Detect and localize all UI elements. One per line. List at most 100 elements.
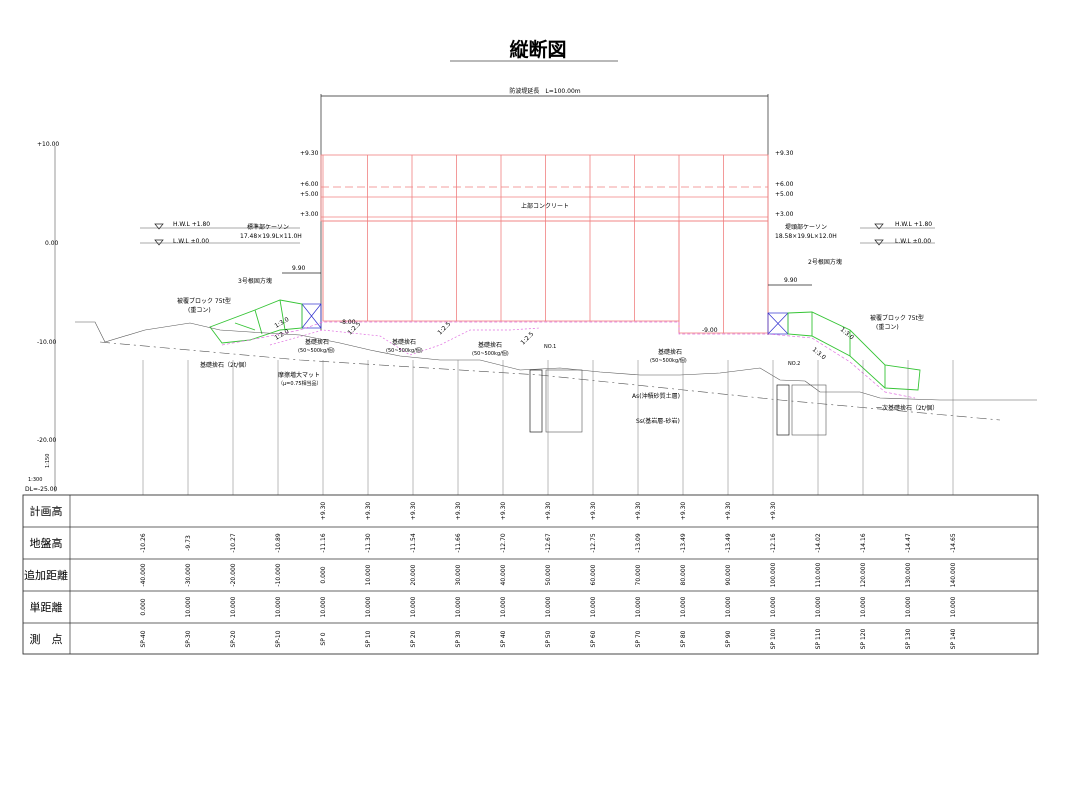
single-distance-cell: 10.000 — [275, 596, 282, 617]
seabed-profile — [75, 321, 1037, 421]
elev-label-m10: -10.00 — [37, 339, 57, 346]
level-mark-left-930: +9.30 — [300, 150, 319, 157]
added-distance-cell: 0.000 — [320, 566, 327, 583]
ground-height-cell: -13.09 — [635, 533, 642, 553]
armor-right-sub: (重コン) — [876, 323, 899, 331]
planned-height-cell: +9.30 — [635, 502, 642, 521]
single-distance-cell: 10.000 — [545, 596, 552, 617]
total-length-label: 防波堤延長 L=100.00m — [509, 87, 580, 95]
added-distance-cell: 10.000 — [365, 564, 372, 585]
upper-concrete-outline — [320, 154, 769, 222]
scale-horizontal: 1:300 — [28, 477, 42, 483]
lwl-right: L.W.L ±0.00 — [895, 238, 931, 245]
planned-height-cell: +9.30 — [680, 502, 687, 521]
station-cell: SP-40 — [140, 630, 147, 647]
single-distance-cell: 0.000 — [140, 598, 147, 615]
station-cell: SP 70 — [635, 630, 642, 647]
station-cell: SP 60 — [590, 630, 597, 647]
upper-concrete-label: 上部コンクリート — [521, 202, 569, 210]
first-base-stone-label: 一次基礎捨石（2t/個） — [876, 404, 938, 412]
station-cell: SP 0 — [320, 632, 327, 645]
ground-height-cell: -12.16 — [770, 533, 777, 553]
station-cell: SP 140 — [950, 628, 957, 649]
boring-log-1: NO.1 — [529, 344, 583, 433]
dim-right-990: 9.90 — [784, 277, 798, 284]
boring-log-2: NO.2 — [776, 361, 827, 436]
single-distance-cell: 10.000 — [725, 596, 732, 617]
station-cell: SP 30 — [455, 630, 462, 647]
caisson-breakwater: 上部コンクリート — [320, 154, 769, 334]
scale-vertical: 1:150 — [45, 454, 51, 468]
water-level-marker-icon — [154, 223, 164, 246]
armor-right-label: 被覆ブロック 75t型 — [870, 314, 924, 322]
planned-height-cell: +9.30 — [365, 502, 372, 521]
single-distance-cell: 10.000 — [770, 596, 777, 617]
ground-height-cell: -14.47 — [905, 533, 912, 553]
station-cell: SP 130 — [905, 628, 912, 649]
added-distance-cell: -10.000 — [275, 563, 282, 586]
planned-height-cell: +9.30 — [455, 502, 462, 521]
ground-height-cell: -10.89 — [275, 533, 282, 553]
rubble-mound — [221, 321, 916, 399]
row-label-station: 測 点 — [30, 632, 63, 646]
single-distance-cell: 10.000 — [365, 596, 372, 617]
ground-height-cell: -12.67 — [545, 533, 552, 553]
single-distance-cell: 10.000 — [230, 596, 237, 617]
station-cell: SP-30 — [185, 630, 192, 647]
ground-height-cell: -13.49 — [725, 533, 732, 553]
elev-label-dl: DL=-25.00 — [25, 486, 58, 493]
single-distance-cell: 10.000 — [185, 596, 192, 617]
water-levels: H.W.L +1.80 L.W.L ±0.00 H.W.L +1.80 L.W.… — [140, 221, 935, 246]
armor-left-sub: (重コン) — [188, 306, 211, 314]
slope-mid-3: 1:2.5 — [519, 330, 535, 346]
station-cell: SP 10 — [365, 630, 372, 647]
ground-height-cell: -11.66 — [455, 533, 462, 553]
planned-height-cell: +9.30 — [770, 502, 777, 521]
row-label-single: 単距離 — [30, 600, 63, 614]
ground-height-cell: -11.54 — [410, 533, 417, 553]
row-label-ground: 地盤高 — [30, 536, 63, 550]
added-distance-cell: 130.000 — [905, 562, 912, 587]
head-caisson-label: 堤頭部ケーソン — [785, 223, 827, 231]
svg-text:NO.1: NO.1 — [544, 344, 556, 350]
planned-height-cell: +9.30 — [725, 502, 732, 521]
ground-height-cell: -14.16 — [860, 533, 867, 553]
station-cell: SP 90 — [725, 630, 732, 647]
station-cell: SP 100 — [770, 628, 777, 649]
station-cell: SP 50 — [545, 630, 552, 647]
elev-m900: -9.00 — [702, 327, 718, 334]
svg-text:NO.2: NO.2 — [788, 361, 800, 367]
level-mark-left-500: +5.00 — [300, 191, 319, 198]
planned-height-cell: +9.30 — [500, 502, 507, 521]
added-distance-cell: 120.000 — [860, 562, 867, 587]
single-distance-cell: 10.000 — [635, 596, 642, 617]
ground-height-cell: -14.65 — [950, 533, 957, 553]
friction-mat-label: 摩擦増大マット — [278, 371, 320, 379]
block2-label: 2号根固方塊 — [808, 258, 842, 266]
level-mark-right-300: +3.00 — [775, 211, 794, 218]
base-stone-sub-1: (50~500kg/個) — [298, 347, 335, 354]
single-distance-cell: 10.000 — [860, 596, 867, 617]
slope-right-2: 1:3.0 — [811, 346, 827, 361]
elev-label-10: +10.00 — [37, 141, 59, 148]
row-label-planned: 計画高 — [30, 504, 63, 518]
base-stone-sub-3: (50~500kg/個) — [472, 350, 509, 357]
station-cell: SP 110 — [815, 628, 822, 649]
elevation-scale: +10.00 0.00 -10.00 -20.00 DL=-25.00 1:30… — [25, 141, 59, 493]
hwl-left: H.W.L +1.80 — [173, 221, 210, 228]
single-distance-cell: 10.000 — [410, 596, 417, 617]
single-distance-cell: 10.000 — [815, 596, 822, 617]
head-caisson-dims: 18.58×19.9L×12.0H — [775, 233, 837, 240]
added-distance-cell: 20.000 — [410, 564, 417, 585]
station-cell: SP-10 — [275, 630, 282, 647]
added-distance-cell: 80.000 — [680, 564, 687, 585]
added-distance-cell: 70.000 — [635, 564, 642, 585]
slope-right-1: 1:3.0 — [839, 326, 855, 341]
station-cell: SP-20 — [230, 630, 237, 647]
added-distance-cell: 90.000 — [725, 564, 732, 585]
base-stone-label-3: 基礎捨石 — [478, 341, 502, 349]
ground-height-cell: -10.26 — [140, 533, 147, 553]
single-distance-cell: 10.000 — [950, 596, 957, 617]
total-length-dimension: 防波堤延長 L=100.00m — [320, 87, 769, 335]
